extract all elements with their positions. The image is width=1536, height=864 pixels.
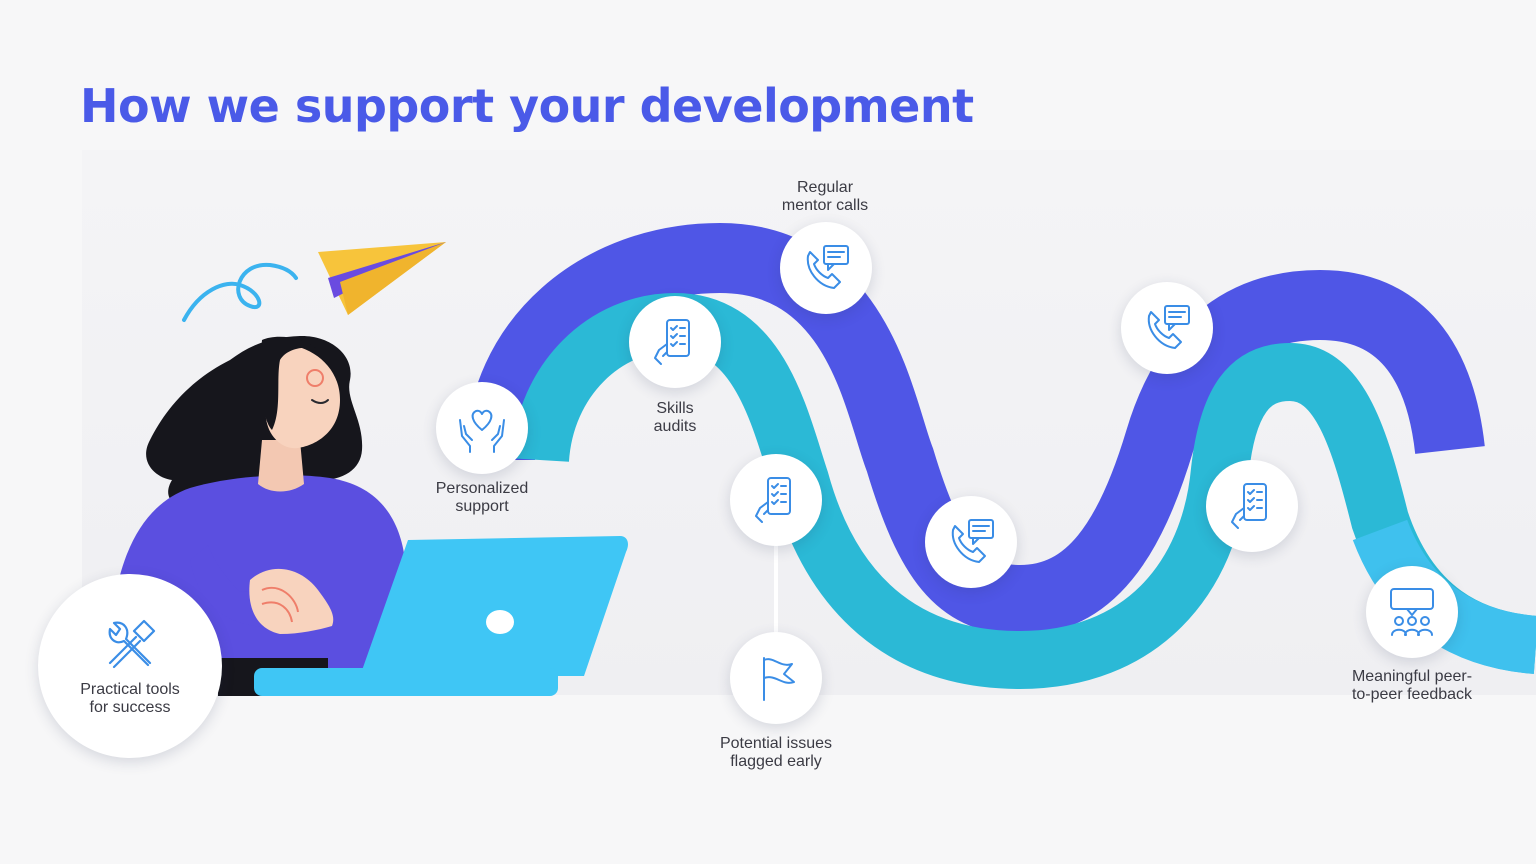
step-mentor-calls (780, 222, 872, 314)
woman-illustration (110, 335, 628, 696)
phone-chat-icon (951, 519, 994, 563)
peer-feedback-label: Meaningful peer- to-peer feedback (1351, 668, 1473, 703)
group-chat-icon (1390, 588, 1434, 636)
phone-checklist-icon (755, 477, 791, 523)
step-personalized-support (436, 382, 528, 474)
flag-icon (763, 657, 795, 701)
checklist-node-secondary (730, 454, 822, 546)
mentor-calls-label: Regular mentor calls (781, 179, 869, 214)
phone-chat-icon (1147, 305, 1190, 349)
step-skills-audits (629, 296, 721, 388)
phone-chat-icon (806, 245, 849, 289)
checklist-node-right (1206, 460, 1298, 552)
step-issues-flagged (730, 632, 822, 724)
phone-checklist-icon (654, 319, 690, 365)
practical-tools-label: Practical tools for success (80, 681, 180, 716)
wave-outer-band (465, 222, 1485, 636)
squiggle-decoration (182, 262, 298, 322)
step-practical-tools: Practical tools for success (38, 574, 222, 758)
phone-chat-node-top-right (1121, 282, 1213, 374)
heart-hands-icon (459, 409, 505, 453)
phone-chat-node-bottom (925, 496, 1017, 588)
page-title: How we support your development (80, 79, 974, 133)
step-peer-feedback (1366, 566, 1458, 658)
tools-icon (108, 619, 156, 669)
skills-audits-label: Skills audits (653, 400, 697, 435)
personalized-support-label: Personalized support (435, 480, 529, 515)
issues-flagged-label: Potential issues flagged early (719, 735, 833, 770)
phone-checklist-icon (1231, 483, 1267, 529)
paper-plane-icon (318, 242, 446, 315)
